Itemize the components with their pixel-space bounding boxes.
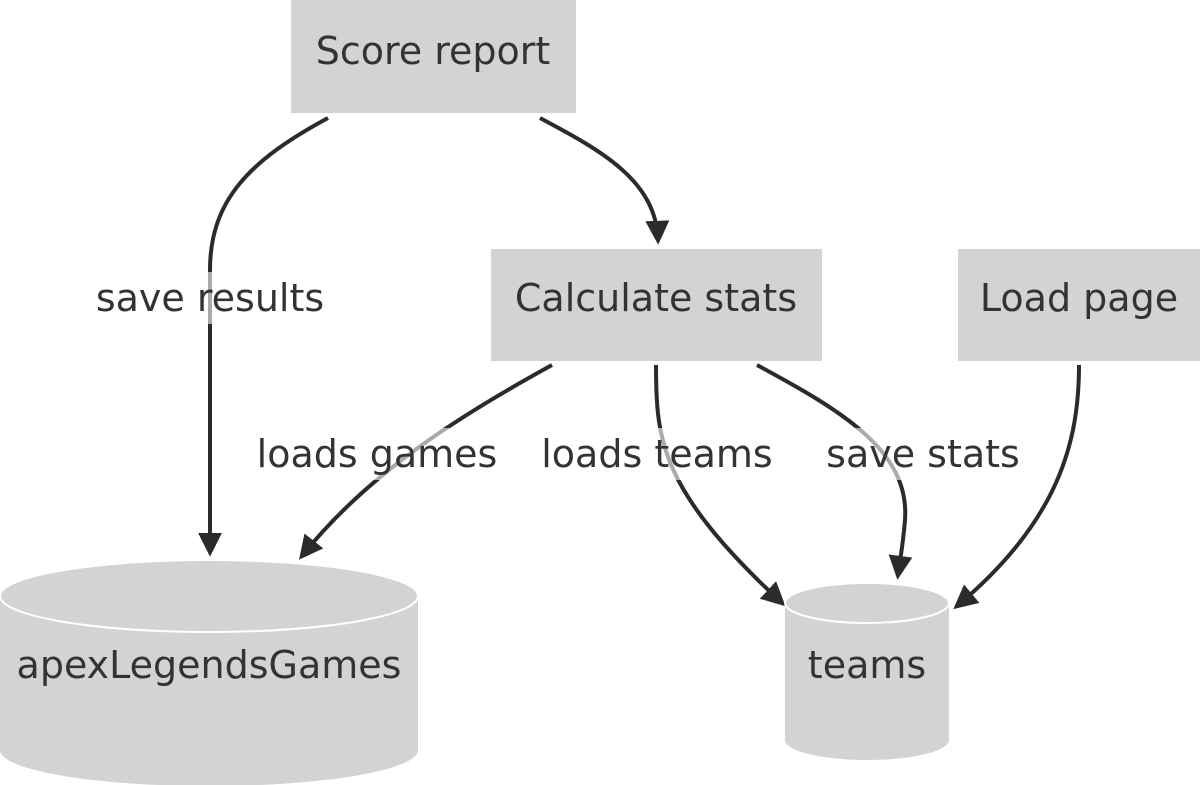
edge-calculate-stats-to-teams-loads <box>654 364 786 607</box>
svg-text:Calculate stats: Calculate stats <box>515 276 797 320</box>
edge-label-loads-games: loads games <box>257 428 498 480</box>
svg-text:save results: save results <box>96 276 324 320</box>
edge-score-report-to-calculate-stats <box>539 116 670 245</box>
node-teams-database: teams <box>784 582 950 760</box>
svg-text:loads games: loads games <box>257 432 498 476</box>
edge-label-save-stats: save stats <box>826 428 1020 480</box>
node-load-page: Load page <box>958 249 1200 361</box>
edge-label-loads-teams: loads teams <box>541 428 773 480</box>
edge-calculate-stats-to-teams-save <box>756 363 913 580</box>
edge-score-report-to-apex-games <box>198 116 329 557</box>
svg-text:loads teams: loads teams <box>541 432 772 476</box>
edge-load-page-to-teams <box>953 364 1081 610</box>
node-score-report: Score report <box>291 0 576 113</box>
svg-text:teams: teams <box>808 643 926 687</box>
svg-text:apexLegendsGames: apexLegendsGames <box>17 643 402 687</box>
svg-text:Load page: Load page <box>980 276 1178 320</box>
svg-text:Score report: Score report <box>316 29 551 73</box>
svg-text:save stats: save stats <box>826 432 1020 476</box>
node-calculate-stats: Calculate stats <box>491 249 822 361</box>
edge-label-save-results: save results <box>95 272 325 324</box>
node-apex-legends-games-database: apexLegendsGames <box>0 559 419 785</box>
